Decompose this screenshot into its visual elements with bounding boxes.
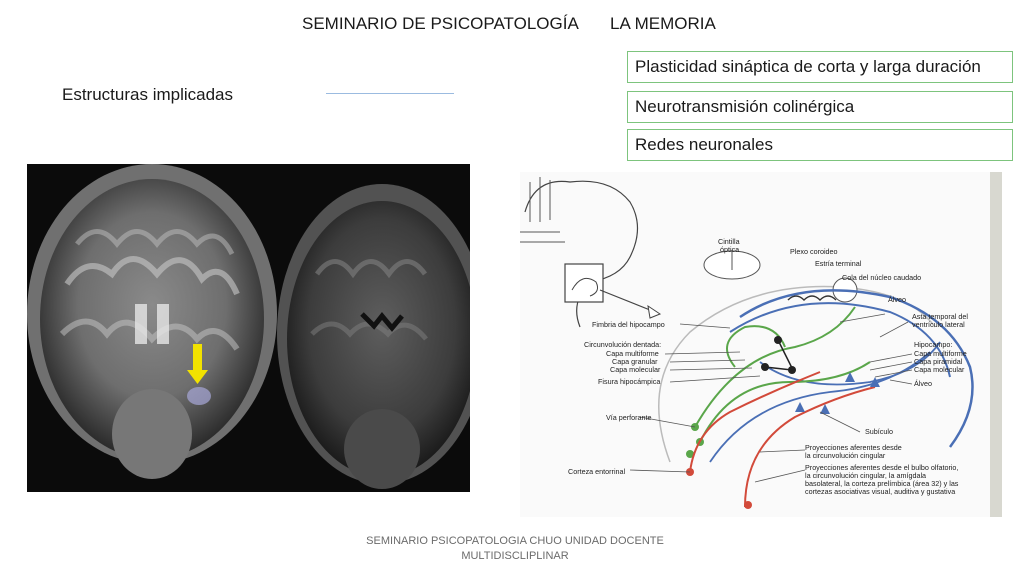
label-subiculo: Subículo <box>865 427 893 436</box>
footer-line-1: SEMINARIO PSICOPATOLOGIA CHUO UNIDAD DOC… <box>366 535 664 547</box>
hippocampus-diagram: Cintilla óptica Plexo coroideo Estría te… <box>520 172 1002 517</box>
label-proy2-a: Proyecciones aferentes desde el bulbo ol… <box>805 463 958 472</box>
label-cola: Cola del núcleo caudado <box>842 273 921 282</box>
concept-box-cholinergic: Neurotransmisión colinérgica <box>627 91 1013 123</box>
label-plexo: Plexo coroideo <box>790 247 838 256</box>
label-cintilla: Cintilla <box>718 237 740 246</box>
label-asta-2: ventrículo lateral <box>912 320 965 329</box>
section-subtitle: Estructuras implicadas <box>62 85 234 104</box>
label-estria: Estría terminal <box>815 259 862 268</box>
yellow-arrow-icon <box>193 344 202 372</box>
label-alveo-r: Álveo <box>914 379 932 388</box>
concept-box-networks: Redes neuronales <box>627 129 1013 161</box>
label-alveo-top: Álveo <box>888 295 906 304</box>
label-capa-molecular-l: Capa molecular <box>610 365 661 374</box>
footer-line-2: MULTIDISCLIPLINAR <box>461 550 569 562</box>
label-corteza-entorrinal: Corteza entorrinal <box>568 467 626 476</box>
label-circ-dentada: Circunvolución dentada: <box>584 340 661 349</box>
label-capa-multiforme-r: Capa multiforme <box>914 349 967 358</box>
label-capa-granular: Capa granular <box>612 357 658 366</box>
label-capa-multiforme-l: Capa multiforme <box>606 349 659 358</box>
footer-text: SEMINARIO PSICOPATOLOGIA CHUO UNIDAD DOC… <box>330 534 700 564</box>
concept-box-plasticity: Plasticidad sináptica de corta y larga d… <box>627 51 1013 83</box>
label-fimbria: Fimbria del hipocampo <box>592 320 665 329</box>
label-proy2-d: cortezas asociativas visual, auditiva y … <box>805 487 955 496</box>
label-via-perforante: Vía perforante <box>606 413 652 422</box>
divider-line <box>326 93 454 94</box>
label-optica: óptica <box>720 245 739 254</box>
slide-topic: LA MEMORIA <box>610 14 716 33</box>
label-proy2-b: la circunvolución cingular, la amígdala <box>805 471 926 480</box>
label-hipocampo: Hipocampo: <box>914 340 952 349</box>
label-proy1-b: la circunvolución cingular <box>805 451 886 460</box>
slide-title: SEMINARIO DE PSICOPATOLOGÍA <box>302 14 579 33</box>
label-capa-molecular-r: Capa molecular <box>914 365 965 374</box>
label-asta-1: Asta temporal del <box>912 312 968 321</box>
label-capa-piramidal: Capa piramidal <box>914 357 963 366</box>
label-fisura: Fisura hipocámpica <box>598 377 660 386</box>
label-proy2-c: basolateral, la corteza prelímbica (área… <box>805 479 959 488</box>
mri-coronal-image <box>27 164 470 492</box>
label-proy1-a: Proyecciones aferentes desde <box>805 443 902 452</box>
